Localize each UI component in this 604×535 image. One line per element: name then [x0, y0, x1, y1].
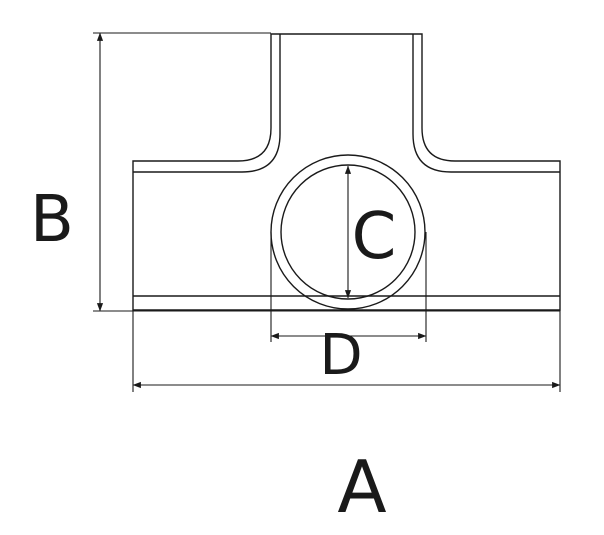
- branch-inner-circle: [280, 164, 416, 300]
- label-d: D: [319, 323, 362, 388]
- label-b: B: [30, 183, 74, 257]
- tee-body-outline: [132, 33, 561, 311]
- label-c: C: [352, 200, 397, 274]
- label-a: A: [337, 445, 386, 529]
- tee-inner-wall: [133, 34, 560, 173]
